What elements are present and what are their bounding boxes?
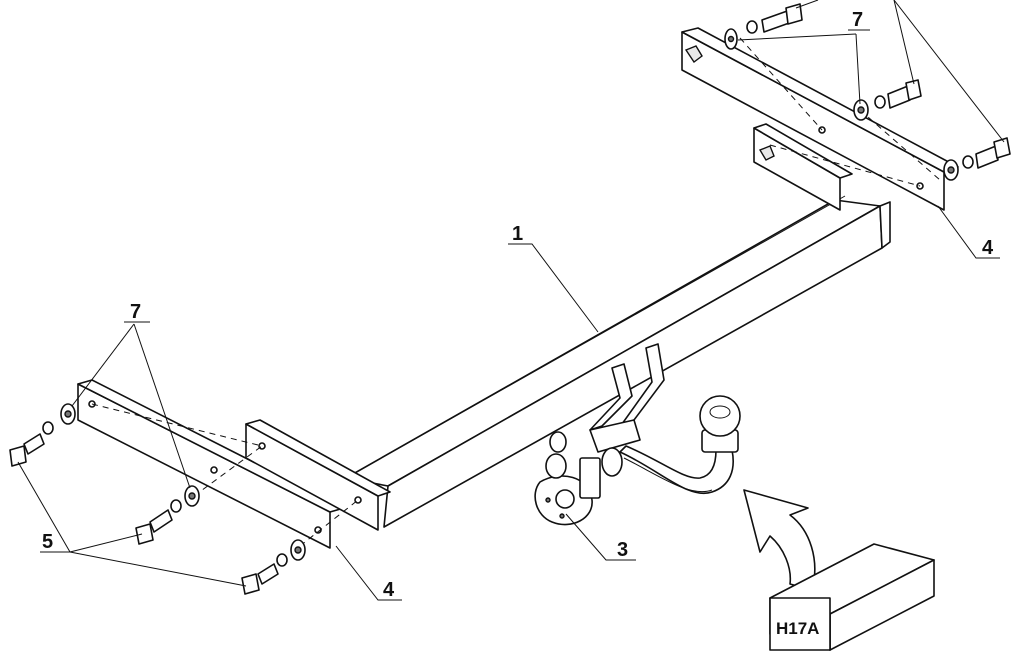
model-code-label: H17A <box>776 619 819 638</box>
right-bolt-axis-1 <box>739 37 823 131</box>
left-inner-plate <box>245 419 391 531</box>
direction-arrow <box>743 489 816 591</box>
tow-ball-neck <box>619 445 734 495</box>
right-inner-plate <box>753 123 853 211</box>
callout-part-1: 1 <box>512 223 523 245</box>
leader-lines <box>17 0 1005 601</box>
callout-part-4-right: 4 <box>982 237 994 259</box>
left-hardware-bottom <box>241 539 306 595</box>
right-hardware-bottom <box>943 137 1011 181</box>
left-bolt-axis-2 <box>193 445 263 497</box>
callout-part-4-left: 4 <box>383 579 395 601</box>
right-hardware-middle <box>853 79 922 121</box>
callout-part-5: 5 <box>42 531 53 553</box>
left-bolt-axis-1 <box>91 403 263 447</box>
right-bolt-axis-2 <box>859 109 941 181</box>
callout-part-7-right: 7 <box>852 9 863 31</box>
left-bolt-axis-3 <box>299 499 359 547</box>
right-hardware-top <box>724 3 803 50</box>
socket-plate-3 <box>534 431 623 526</box>
left-hardware-top <box>9 403 76 467</box>
callout-part-7-left: 7 <box>130 301 141 323</box>
model-box <box>769 543 935 651</box>
callout-part-3: 3 <box>617 539 628 561</box>
left-hardware-middle <box>135 485 200 545</box>
right-bolt-axis-3 <box>769 144 921 187</box>
tow-hook-bracket <box>589 343 665 453</box>
main-cross-beam <box>345 195 891 528</box>
tow-ball <box>699 395 741 453</box>
